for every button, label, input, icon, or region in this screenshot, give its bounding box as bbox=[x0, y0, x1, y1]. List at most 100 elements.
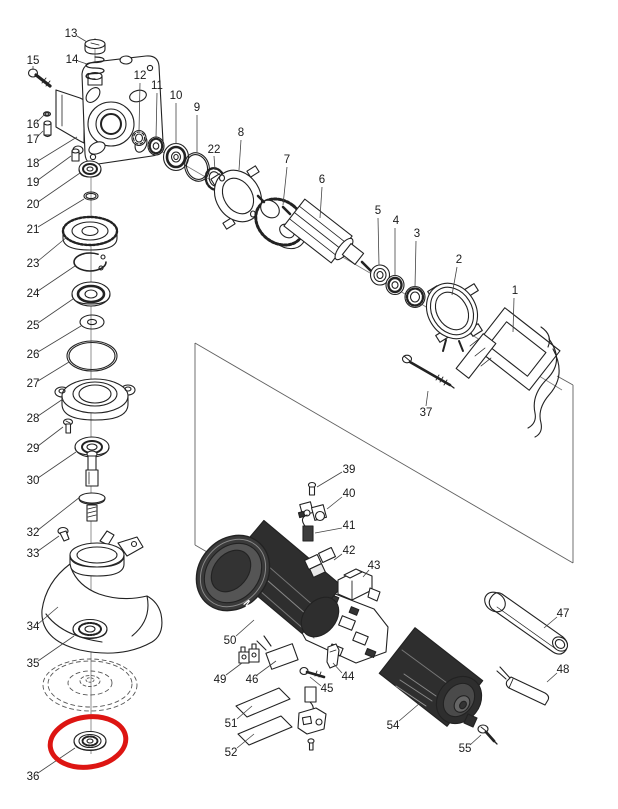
part-27-shape-0 bbox=[66, 340, 118, 372]
part-23-label: 23 bbox=[27, 258, 40, 270]
part-47-shape-3 bbox=[554, 639, 566, 649]
part-41-shape-1 bbox=[302, 525, 314, 542]
part-42: 42 bbox=[303, 545, 355, 578]
part-8-shape-4 bbox=[213, 169, 263, 223]
part-25-shape-1 bbox=[71, 293, 111, 305]
part-10-shape-3 bbox=[173, 153, 179, 161]
part-21-shape-0 bbox=[83, 191, 99, 201]
part-20-label: 20 bbox=[27, 199, 40, 211]
part-32-shape-1 bbox=[87, 455, 97, 471]
part-55: 55 bbox=[459, 724, 498, 755]
part-24-label: 24 bbox=[27, 288, 40, 300]
part-39-leader bbox=[316, 471, 343, 488]
part-49-shape-4 bbox=[241, 654, 247, 660]
part-22-label: 22 bbox=[208, 144, 221, 156]
part-23-shape-3 bbox=[71, 221, 109, 241]
part-32-shape-4 bbox=[78, 492, 106, 504]
part-30-label: 30 bbox=[27, 475, 40, 487]
part-29: 29 bbox=[27, 418, 74, 455]
part-13-shape-1 bbox=[84, 43, 106, 55]
part-18-shape-5 bbox=[100, 113, 122, 135]
grinding-wheel-phantom-shape-2 bbox=[67, 670, 113, 696]
part-49-shape-3 bbox=[248, 648, 260, 663]
part-26-label: 26 bbox=[27, 349, 40, 361]
part-37-shape-6 bbox=[449, 384, 455, 389]
part-39-shape-1 bbox=[308, 486, 316, 496]
part-41-label: 41 bbox=[343, 520, 356, 532]
part-11-shape-2 bbox=[152, 142, 160, 150]
part-47-label: 47 bbox=[557, 608, 570, 620]
part-15-shape-2 bbox=[41, 77, 47, 84]
part-28-shape-6 bbox=[58, 388, 66, 394]
part-54-shape-2 bbox=[399, 679, 433, 702]
part-40-shape-4 bbox=[303, 509, 311, 517]
part-17-leader bbox=[36, 130, 44, 138]
part-14-label: 14 bbox=[66, 54, 79, 66]
part-3: 3 bbox=[404, 228, 426, 309]
part-21-shape-1 bbox=[85, 192, 97, 200]
part-4-shape-2 bbox=[391, 281, 399, 289]
part-23: 23 bbox=[27, 215, 119, 270]
part-5-label: 5 bbox=[375, 205, 381, 217]
part-24: 24 bbox=[27, 252, 107, 300]
part-32-shape-2 bbox=[85, 469, 99, 487]
part-32-shape-6 bbox=[86, 504, 98, 522]
part-44-shape-0 bbox=[326, 643, 340, 669]
part-50-shape-2 bbox=[338, 615, 356, 631]
part-1-shape-2 bbox=[455, 333, 497, 379]
part-25: 25 bbox=[27, 281, 111, 332]
part-1-shape-5 bbox=[480, 357, 492, 367]
grinding-wheel-phantom bbox=[42, 658, 138, 712]
part-36-shape-3 bbox=[81, 735, 99, 747]
part-12-shape-0 bbox=[131, 129, 147, 147]
part-28-shape-7 bbox=[124, 386, 132, 392]
part-2-shape-8 bbox=[458, 340, 464, 352]
part-5-shape-1 bbox=[373, 267, 387, 283]
part-11-shape-1 bbox=[148, 137, 164, 155]
part-11-label: 11 bbox=[151, 80, 163, 92]
part-26: 26 bbox=[27, 314, 105, 361]
brush-holder-assembly-shape-4 bbox=[315, 718, 323, 726]
part-30-leader bbox=[37, 451, 77, 479]
part-1-label: 1 bbox=[512, 285, 518, 297]
part-12-leader bbox=[138, 82, 141, 132]
part-19: 19 bbox=[27, 148, 80, 189]
part-7-shape-4 bbox=[256, 194, 266, 204]
part-17-shape-2 bbox=[43, 134, 52, 138]
part-28-shape-4 bbox=[72, 381, 118, 407]
part-36-shape-1 bbox=[73, 740, 107, 751]
part-28: 28 bbox=[27, 378, 136, 425]
part-34-shape-2 bbox=[130, 540, 138, 548]
part-7-label: 7 bbox=[284, 154, 290, 166]
part-11-leader bbox=[155, 92, 158, 139]
part-6-shape-2 bbox=[298, 205, 347, 244]
part-3-shape-1 bbox=[405, 287, 425, 307]
part-35-shape-3 bbox=[84, 625, 96, 633]
part-18-leader bbox=[37, 136, 78, 162]
brush-holder-assembly-shape-3 bbox=[301, 715, 313, 726]
part-13-shape-2 bbox=[90, 42, 100, 46]
part-43: 43 bbox=[337, 560, 381, 602]
part-28-leader bbox=[37, 398, 64, 417]
highlight-ellipse-part-36 bbox=[47, 714, 129, 770]
part-50-shape-4 bbox=[352, 631, 369, 646]
part-20: 20 bbox=[27, 160, 102, 211]
part-35-label: 35 bbox=[27, 658, 40, 670]
part-5-shape-2 bbox=[376, 270, 384, 280]
part-37-leader bbox=[425, 390, 429, 407]
part-48-shape-0 bbox=[499, 666, 511, 679]
part-32-shape-5 bbox=[78, 497, 106, 505]
part-55-shape-1 bbox=[480, 726, 487, 732]
construction-line-0 bbox=[194, 342, 574, 564]
part-25-label: 25 bbox=[27, 320, 40, 332]
part-23-leader bbox=[37, 236, 68, 262]
part-6-shape-7 bbox=[360, 260, 374, 274]
part-4-label: 4 bbox=[393, 215, 400, 227]
part-16-shape-1 bbox=[44, 112, 50, 116]
part-42-shape-1 bbox=[317, 546, 337, 564]
part-24-shape-1 bbox=[100, 254, 106, 260]
part-29-shape-1 bbox=[65, 423, 72, 434]
part-15: 15 bbox=[27, 55, 52, 88]
part-35-shape-2 bbox=[78, 622, 102, 636]
